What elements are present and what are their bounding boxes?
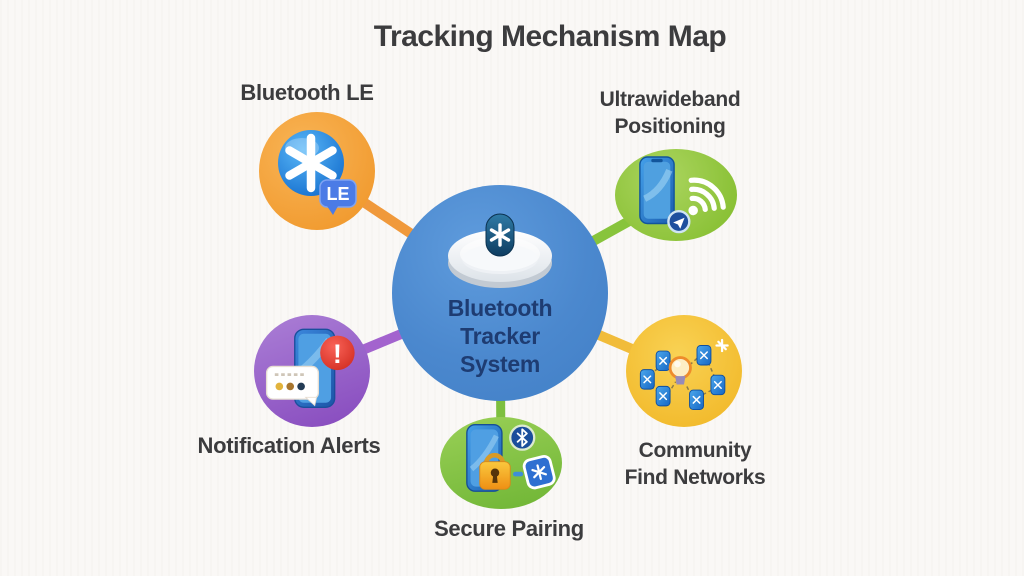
le-badge: LE	[319, 179, 357, 215]
phone-lock-pairing-icon	[466, 423, 556, 492]
phone-tiles	[639, 344, 726, 410]
node-ultrawideband-positioning	[615, 149, 737, 241]
tracker-tag-icon	[522, 454, 556, 489]
tracker-disc-icon	[448, 213, 552, 288]
center-label-line-2: Tracker	[460, 323, 540, 349]
alert-badge-icon: !	[320, 335, 355, 371]
node-bluetooth-le: LE	[259, 112, 375, 230]
node-community-find-networks	[626, 315, 742, 427]
phone-notification-icon: !	[265, 328, 355, 408]
center-label-line-1: Bluetooth	[447, 295, 553, 321]
le-badge-text: LE	[326, 184, 349, 204]
bluetooth-asterisk-icon: LE	[278, 130, 357, 215]
label-uwb-line-1: Ultrawideband	[599, 88, 741, 111]
label-community-line-2: Find Networks	[624, 466, 766, 489]
label-ultrawideband-positioning: Ultrawideband Positioning	[580, 86, 760, 140]
center-node-bluetooth-tracker-system: Bluetooth Tracker System	[392, 185, 608, 401]
label-bluetooth-le: Bluetooth LE	[240, 80, 374, 105]
page-title: Tracking Mechanism Map	[373, 20, 727, 53]
label-uwb-line-2: Positioning	[614, 115, 726, 138]
center-node-label: Bluetooth Tracker System	[448, 294, 553, 378]
label-community-find-networks: Community Find Networks	[600, 437, 790, 491]
label-secure-pairing: Secure Pairing	[434, 516, 584, 541]
padlock-icon	[479, 452, 511, 490]
navigation-badge-icon	[667, 209, 691, 234]
bluetooth-badge-icon	[509, 424, 536, 451]
alert-badge-mark: !	[333, 338, 342, 369]
sparkle-icon	[715, 338, 729, 352]
node-notification-alerts: !	[254, 315, 370, 427]
phone-uwb-signal-icon	[639, 156, 726, 234]
label-community-line-1: Community	[638, 439, 752, 462]
tracker-tag-hub-icon	[668, 355, 692, 384]
node-secure-pairing	[440, 417, 562, 509]
label-notification-alerts: Notification Alerts	[197, 433, 381, 458]
center-label-line-3: System	[459, 351, 540, 377]
notification-card-icon	[265, 365, 320, 407]
device-network-icon	[639, 338, 729, 410]
